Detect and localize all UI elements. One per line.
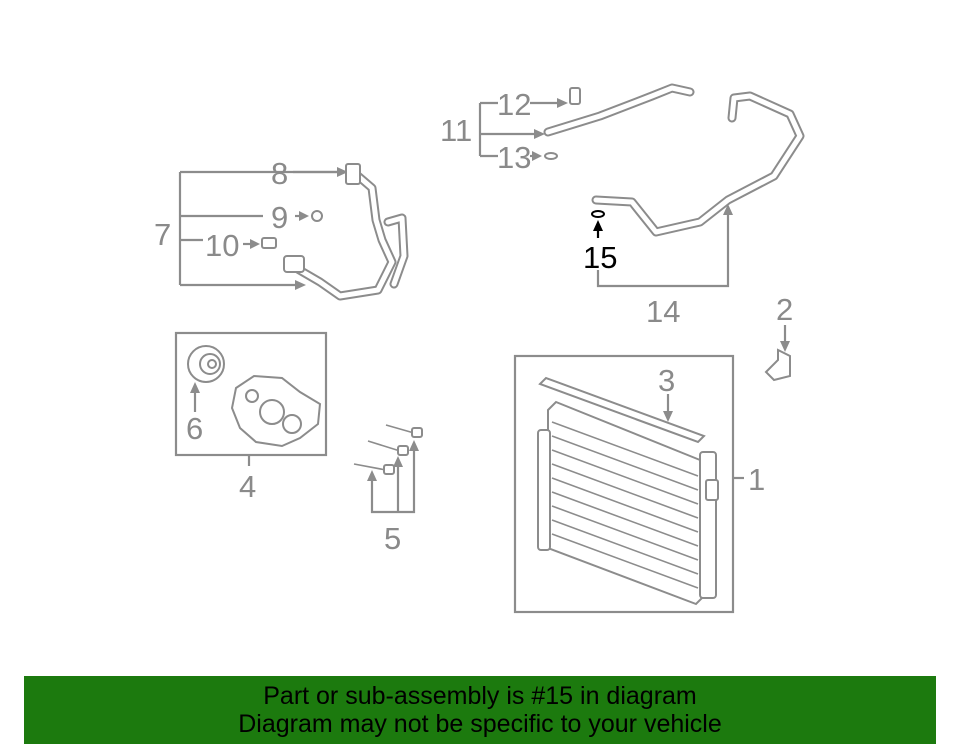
banner-line-1: Part or sub-assembly is #15 in diagram — [263, 682, 697, 710]
seal-3[interactable] — [538, 376, 706, 444]
bolt-5[interactable] — [353, 424, 415, 471]
info-banner: Part or sub-assembly is #15 in diagram D… — [24, 676, 936, 744]
switch-10[interactable] — [261, 237, 277, 249]
o-ring-15[interactable] — [591, 210, 605, 218]
callout-15: 15 — [583, 240, 617, 275]
o-ring-9[interactable] — [311, 210, 323, 222]
callout-8: 8 — [271, 156, 288, 191]
bracket-group-2 — [764, 325, 791, 382]
compressor-group-4 — [174, 331, 328, 466]
callout-9: 9 — [271, 200, 288, 235]
callout-6: 6 — [186, 411, 203, 446]
callout-11: 11 — [440, 113, 472, 148]
callout-2: 2 — [776, 292, 793, 327]
callout-1: 1 — [748, 462, 765, 497]
callout-5: 5 — [384, 521, 401, 556]
bolt-group-5 — [353, 424, 423, 514]
callout-13: 13 — [497, 140, 531, 175]
callout-14: 14 — [646, 294, 680, 329]
hose-assembly-group-7 — [178, 163, 409, 301]
callout-4: 4 — [239, 469, 256, 504]
banner-line-2: Diagram may not be specific to your vehi… — [238, 710, 722, 738]
line-group-11 — [478, 83, 695, 161]
o-ring-13[interactable] — [544, 152, 558, 160]
condenser-group-1 — [513, 354, 744, 614]
line-group-14 — [591, 91, 805, 288]
callout-3: 3 — [658, 363, 675, 398]
ac-line-14[interactable] — [591, 91, 805, 237]
callout-12: 12 — [497, 87, 531, 122]
bracket-2[interactable] — [764, 348, 791, 382]
callout-7: 7 — [154, 217, 171, 252]
callout-10: 10 — [205, 228, 239, 263]
